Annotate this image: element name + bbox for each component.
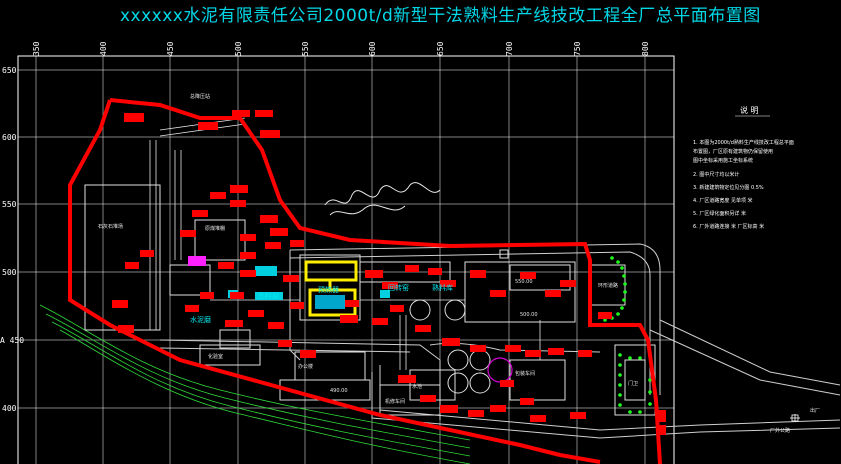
clinker-storage-bldg [464, 261, 576, 323]
silo-circle-3 [447, 349, 469, 371]
note-1b: 布置图，厂区原有建筑物仍保留使用 [693, 148, 773, 155]
terrain-sketch-2 [329, 204, 406, 216]
label-exit: 出厂 [810, 407, 820, 414]
label-packing: 包装车间 [515, 370, 535, 377]
tick-left-2: 600 [2, 133, 17, 142]
tick-left-3: 550 [2, 200, 17, 209]
note-1c: 图中坐标采用施工坐标系统 [693, 157, 753, 164]
label-preheater: 预热器 [318, 285, 339, 294]
label-elev-c: 490.00 [330, 388, 348, 394]
label-repair: 机修车间 [385, 398, 405, 405]
clinker-silo-bldg [509, 264, 571, 291]
label-lab: 化验室 [208, 353, 223, 360]
tick-top-8: 700 [505, 41, 514, 56]
magenta-block [188, 256, 206, 266]
boundary-wall-west [68, 99, 601, 464]
boundary-wall-east [109, 98, 662, 464]
label-coal-shed: 原煤堆棚 [205, 225, 225, 232]
silo-circle-1 [409, 299, 431, 321]
tick-left-4: 500 [2, 268, 17, 277]
tick-top-9: 750 [573, 41, 582, 56]
kiln-hall [359, 261, 451, 283]
small-bldg-1 [219, 329, 251, 349]
silo-circle-2 [444, 299, 466, 321]
tick-top-10: 800 [641, 41, 650, 56]
tick-left-6: 400 [2, 404, 17, 413]
note-6: 6. 厂外道路连接 米 厂区标高 米 [693, 223, 764, 230]
conveyors [149, 117, 541, 370]
label-ring: 环形道路 [598, 282, 618, 289]
coal-shed-bldg [169, 264, 211, 296]
magenta-silo [487, 357, 513, 383]
silo-circle-5 [447, 372, 469, 394]
gate-bldg [624, 359, 646, 401]
notes-block: 说 明 1. 本图为2000t/d熟料生产线技改工程总平面 布置图，厂区原有建筑… [693, 105, 794, 230]
label-cement-mill: 水泥磨 [190, 315, 211, 324]
tick-top-6: 600 [368, 41, 377, 56]
tick-left-1: 650 [2, 66, 17, 75]
tick-top-3: 450 [166, 41, 175, 56]
terrain-sketch [324, 182, 441, 206]
raw-material-yard [84, 184, 161, 331]
label-highway: 厂外公路 [770, 427, 790, 434]
repair-bldg [379, 384, 441, 416]
label-limestone: 石灰石堆场 [98, 223, 123, 230]
note-1: 1. 本图为2000t/d熟料生产线技改工程总平面 [693, 139, 794, 146]
preheater-bldg [299, 254, 361, 321]
tick-top-4: 500 [234, 41, 243, 56]
note-2: 2. 图中尺寸均以米计 [693, 171, 739, 178]
lab-bldg [199, 344, 261, 366]
tick-left-5: A 450 [0, 336, 24, 345]
label-gate: 门卫 [628, 380, 638, 387]
tick-top-7: 650 [436, 41, 445, 56]
note-3: 3. 新建建筑物定位见分图 0.5% [693, 184, 764, 191]
silo-circle-4 [469, 349, 491, 371]
small-box [499, 249, 509, 259]
note-4: 4. 厂区道路宽度 见单项 米 [693, 197, 753, 204]
grid-horizontals [18, 69, 674, 409]
label-elev-b: 500.00 [520, 312, 538, 318]
kiln-cyan-fill [315, 295, 345, 309]
label-kiln: 回转窑 [388, 283, 409, 292]
top-tick-labels: 350 400 450 500 550 600 650 700 750 800 [32, 41, 650, 56]
terrain-contours [39, 304, 471, 464]
green-fence [603, 256, 652, 414]
entrance-marks [790, 414, 800, 422]
label-office: 办公楼 [298, 363, 313, 370]
tick-top-2: 400 [99, 41, 108, 56]
left-tick-labels: 650 600 550 500 A 450 400 [0, 66, 24, 413]
label-substation: 总降压站 [190, 93, 210, 100]
tick-top-5: 550 [301, 41, 310, 56]
drawing-title: xxxxxx水泥有限责任公司2000t/d新型干法熟料生产线技改工程全厂总平面布… [120, 6, 761, 26]
label-raw-mill: 生料磨 [258, 291, 279, 300]
label-water: 水池 [412, 383, 422, 390]
packing-bldg [509, 359, 566, 401]
callout-tags [112, 110, 666, 435]
note-5: 5. 厂区绿化面积另详 米 [693, 210, 746, 217]
tick-top-1: 350 [32, 41, 41, 56]
silo-circle-6 [469, 372, 491, 394]
notes-heading: 说 明 [740, 105, 759, 115]
label-elev-a: 550.00 [515, 279, 533, 285]
drawing-frame [17, 55, 675, 464]
label-clinker-silo: 熟料库 [432, 283, 453, 292]
